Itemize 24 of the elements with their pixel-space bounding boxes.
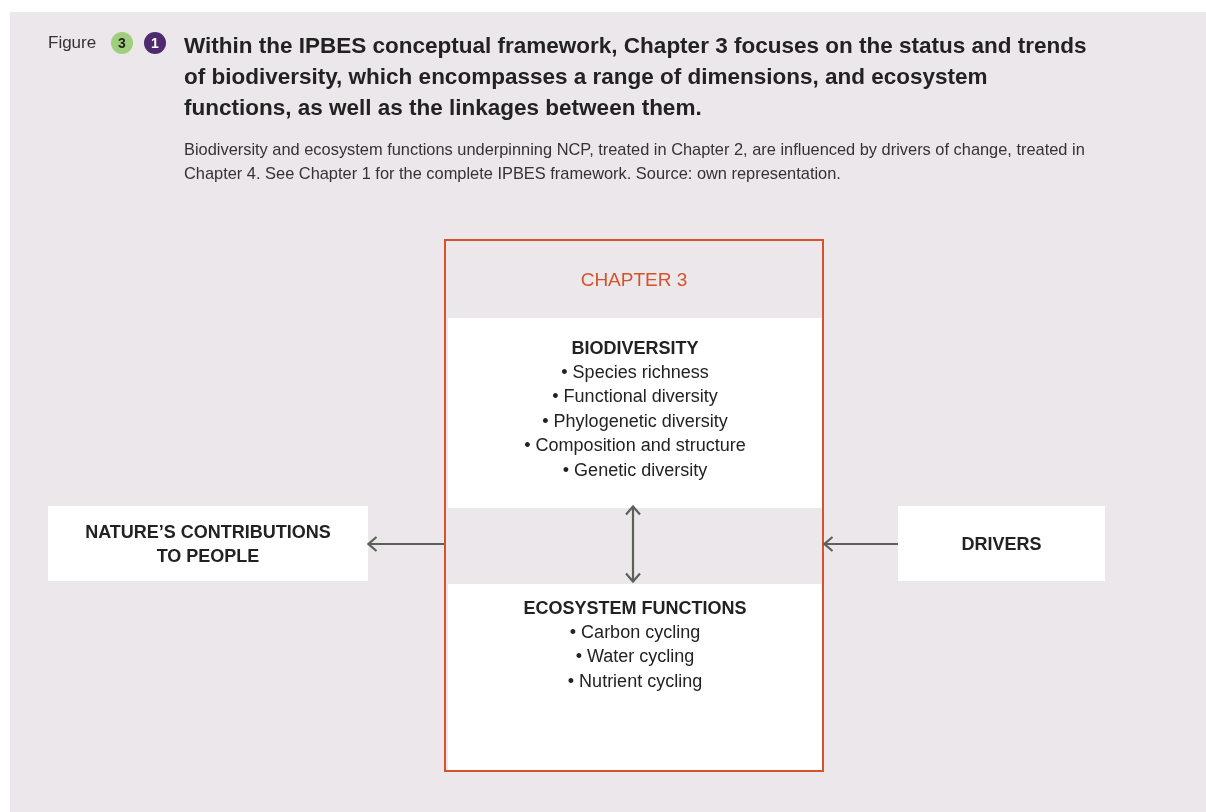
list-item: • Phylogenetic diversity — [542, 409, 728, 433]
text-box — [448, 584, 822, 770]
figure-title: Within the IPBES conceptual framework, Chapter 3 focuses on the status and trends of biodiversity, which encompasses a range of dimensions, and ecosystem functions, as well as the linkages between them. — [184, 32, 1088, 122]
list-item: • Species richness — [561, 361, 709, 384]
arrow — [367, 535, 444, 553]
heading: CHAPTER 3 — [580, 268, 688, 292]
heading: BIODIVERSITY — [571, 337, 699, 360]
text-box — [898, 506, 1105, 581]
text-box — [48, 506, 368, 581]
list-item: • Functional diversity — [552, 385, 718, 409]
list-item: • Water cycling — [575, 645, 695, 669]
heading: NATURE’S CONTRIBUTIONS TO PEOPLE — [84, 520, 332, 568]
list-item: • Carbon cycling — [569, 621, 701, 644]
heading: DRIVERS — [961, 532, 1042, 556]
arrow — [624, 505, 642, 583]
figure-label: Figure — [48, 33, 97, 53]
list-item: • Nutrient cycling — [567, 669, 703, 693]
list-item: • Genetic diversity — [562, 458, 708, 482]
chapter-frame — [444, 239, 824, 772]
heading: ECOSYSTEM FUNCTIONS — [523, 597, 747, 620]
text-box — [448, 318, 822, 508]
arrow — [823, 535, 898, 553]
list-item: • Composition and structure — [524, 434, 746, 458]
figure-caption: Biodiversity and ecosystem functions underpinning NCP, treated in Chapter 2, are influenced by drivers of change, treated in Chapter 4. See Chapter 1 for the complete IPBES framework. Source: own representation. — [184, 139, 1086, 184]
